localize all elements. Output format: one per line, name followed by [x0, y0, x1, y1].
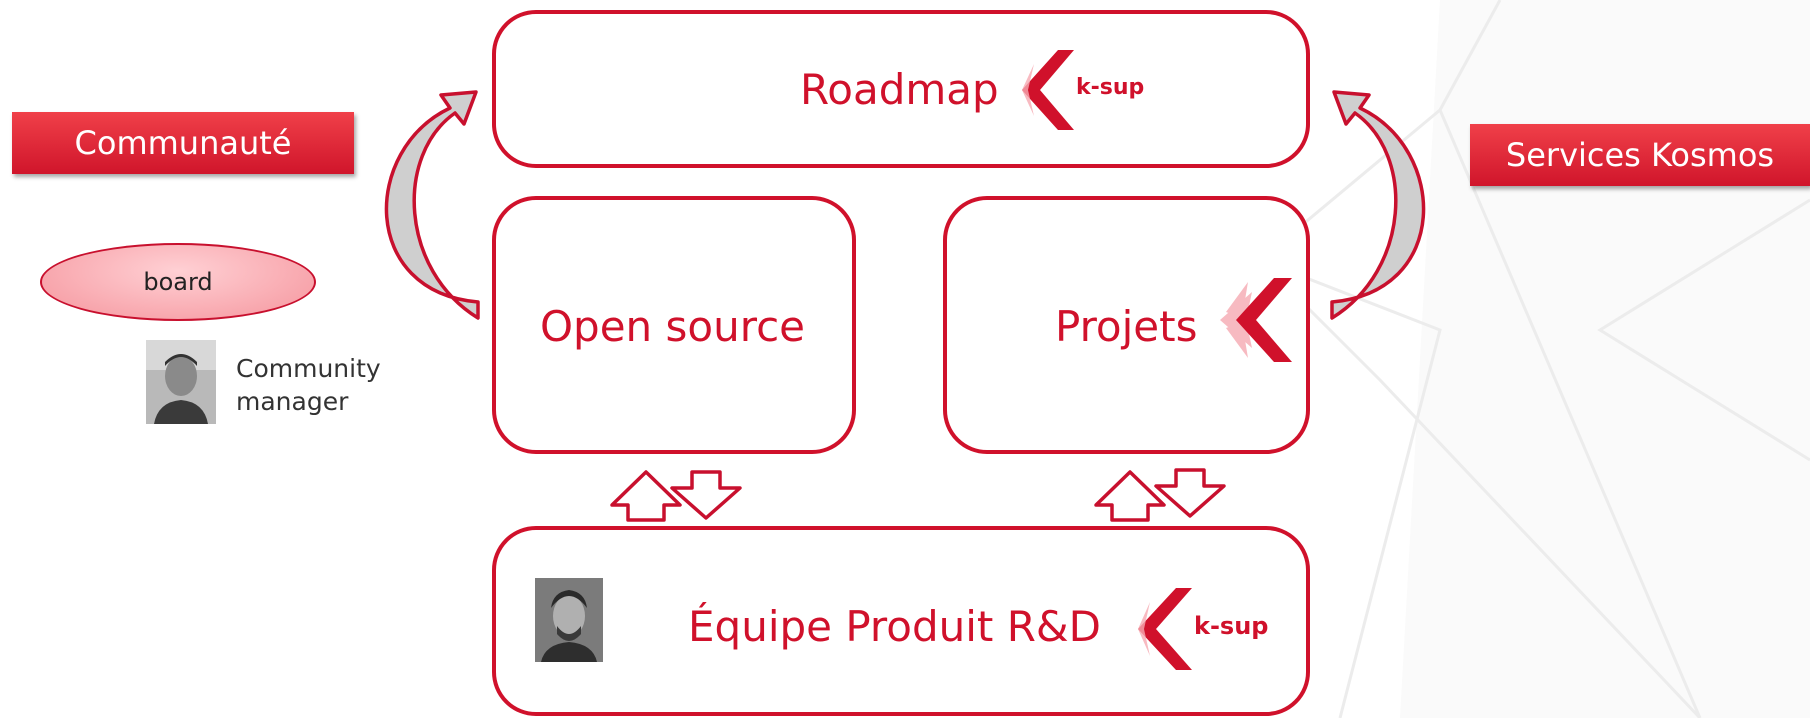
board-ellipse: board: [40, 243, 316, 321]
community-manager-avatar: [146, 340, 216, 424]
services-kosmos-tag: Services Kosmos: [1470, 124, 1810, 186]
caption-line-1: Community: [236, 354, 381, 383]
equipe-label: Équipe Produit R&D: [688, 602, 1102, 651]
ksup-logo-equipe: k-sup: [1138, 588, 1268, 670]
roadmap-label: Roadmap: [800, 65, 999, 114]
open-source-box: [492, 196, 856, 454]
ksup-logo-roadmap: k-sup: [1022, 50, 1144, 130]
equipe-box: [492, 526, 1310, 716]
caption-line-2: manager: [236, 387, 349, 416]
svg-text:k-sup: k-sup: [1076, 75, 1144, 100]
community-manager-caption: Community manager: [236, 352, 381, 418]
rd-team-avatar: [535, 578, 603, 662]
projets-label: Projets: [1055, 302, 1198, 351]
open-source-label: Open source: [540, 302, 806, 351]
roadmap-box: [492, 10, 1310, 168]
ksup-logo-projets: [1220, 278, 1292, 362]
svg-text:k-sup: k-sup: [1194, 612, 1268, 640]
communaute-tag: Communauté: [12, 112, 354, 174]
